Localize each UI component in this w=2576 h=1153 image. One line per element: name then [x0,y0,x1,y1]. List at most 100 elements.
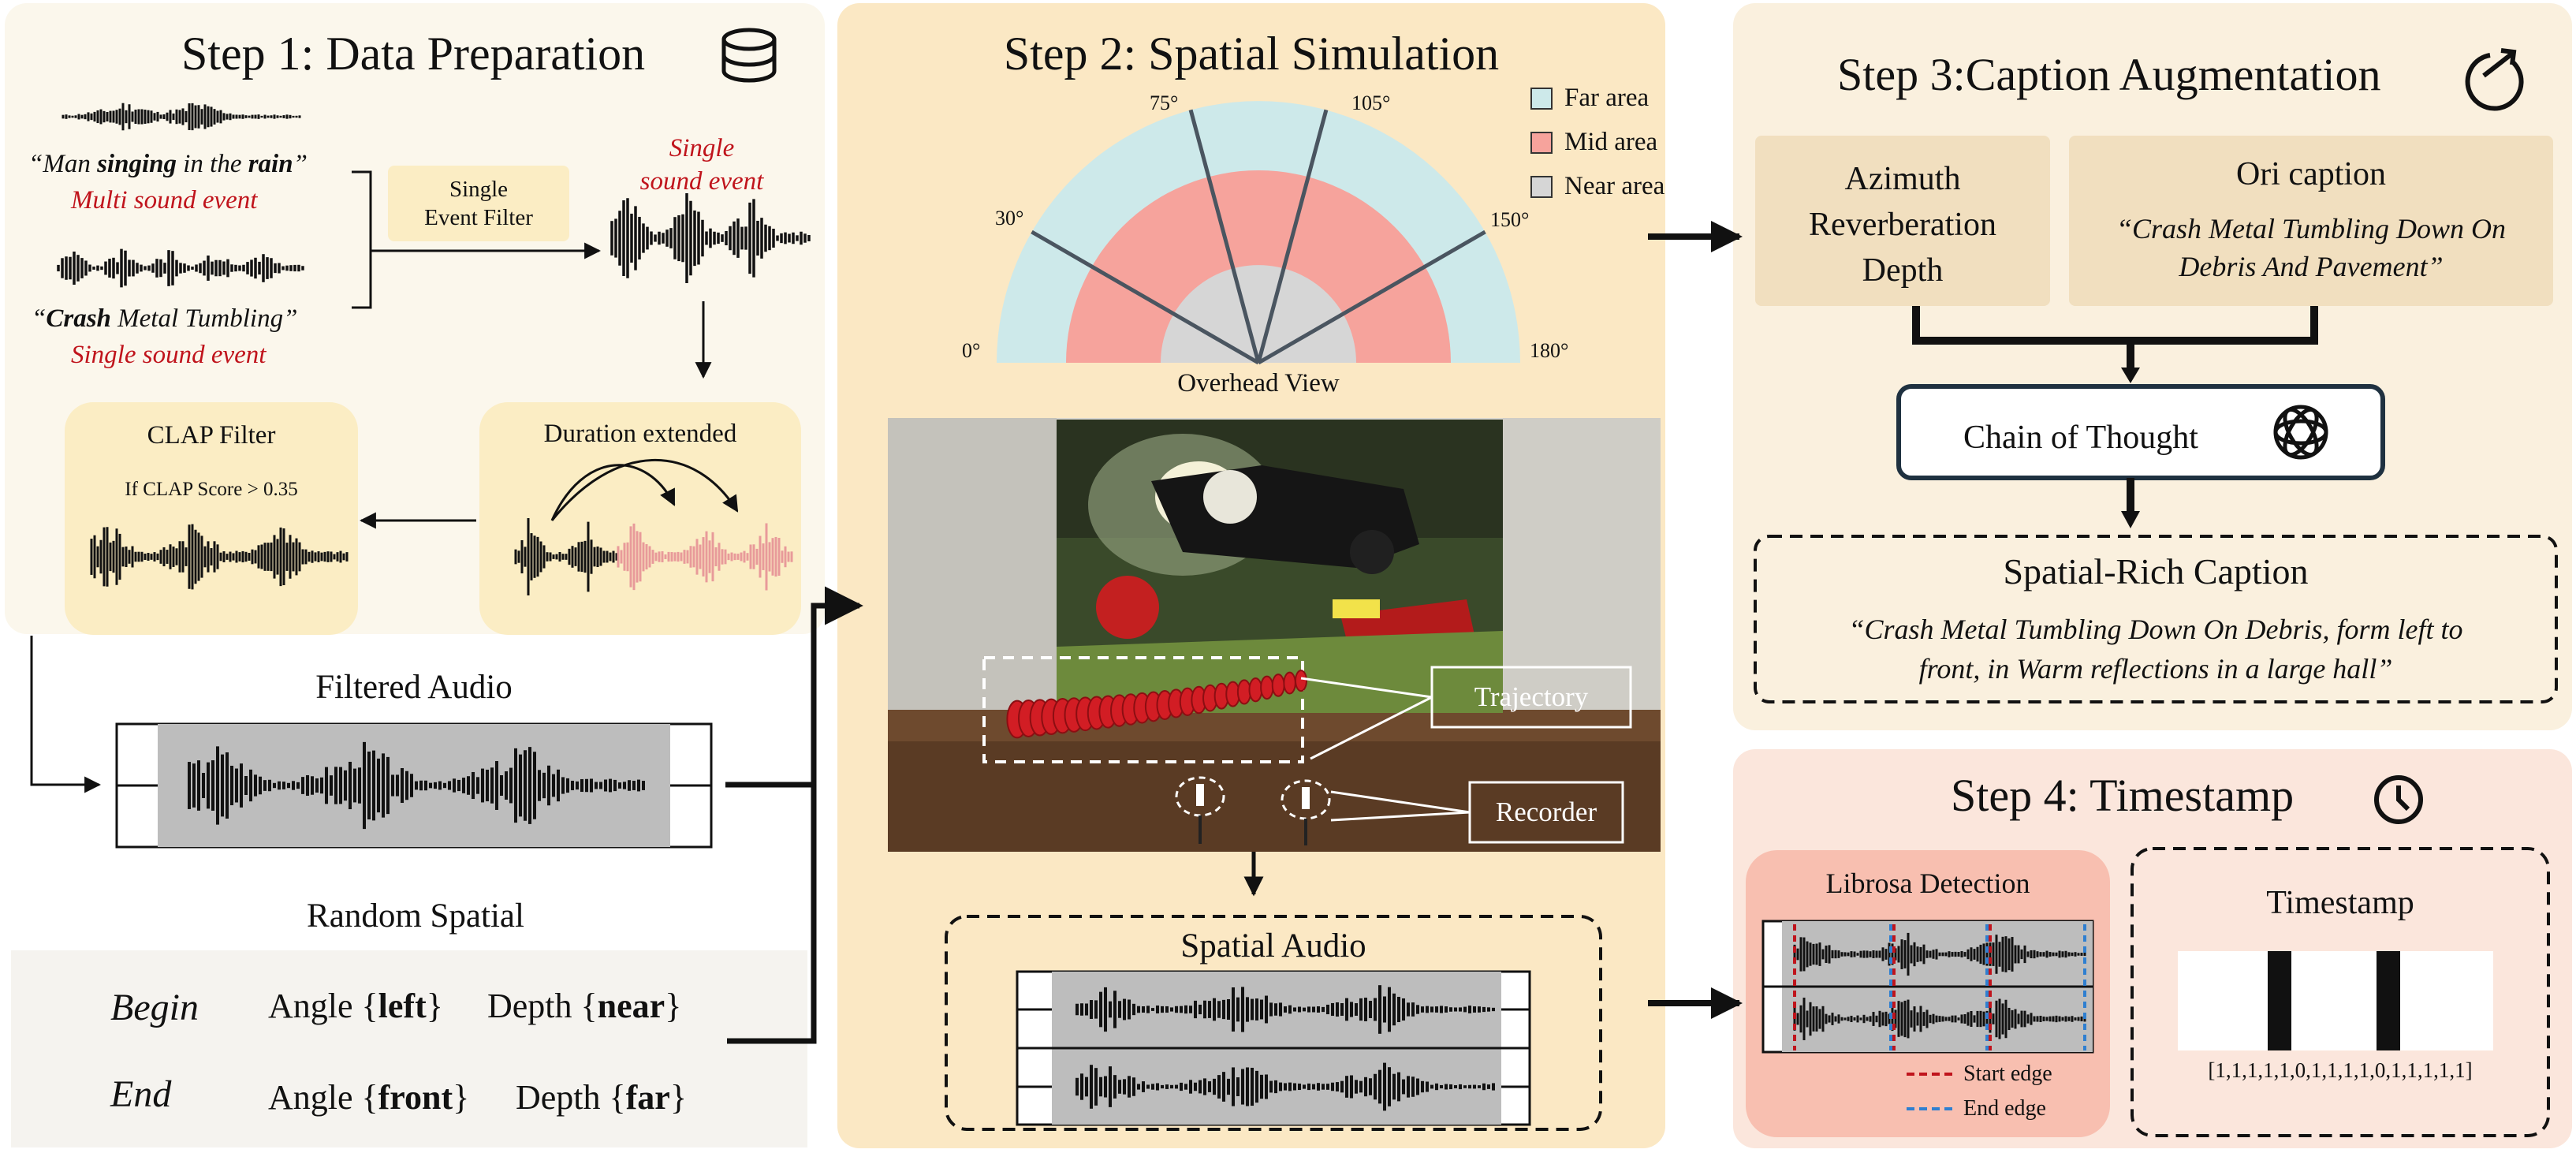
trajectory-step [1283,671,1296,695]
angle-0: 0° [962,339,981,362]
overhead-ray [1256,109,1329,364]
attr-azimuth: Azimuth [1844,161,1961,197]
ori-caption-title: Ori caption [2235,156,2387,192]
quote1-bold2: rain [248,150,293,178]
clock-icon [2374,775,2423,824]
end-angle-close: } [453,1078,470,1117]
end-edge-label: End edge [1963,1096,2046,1121]
clap-waveform [90,524,349,590]
angle-105: 105° [1351,91,1391,114]
single-out-line1: Single [669,134,735,162]
begin-angle: Angle {left} [268,989,443,1024]
clap-condition: If CLAP Score > 0.35 [125,479,298,500]
timestamp-box [2131,847,2550,1137]
trajectory-label: Trajectory [1474,681,1589,712]
crash-waveform [57,248,304,288]
begin-depth-close: } [665,987,682,1025]
begin-angle-open: { [361,987,378,1025]
end-angle-open: { [361,1078,378,1117]
chain-of-thought-box [1896,384,2385,480]
end-angle-word: Angle [268,1078,353,1117]
end-angle-value: front [378,1078,453,1117]
angle-150: 150° [1490,208,1530,231]
begin-depth-value: near [597,987,665,1025]
spatial-rich-caption-box [1754,535,2558,703]
trajectory-step [1295,670,1307,692]
librosa-label: Librosa Detection [1825,868,2030,899]
curve-arrow-1 [550,464,676,521]
overhead-ray [1257,229,1486,365]
end-depth-word: Depth [516,1078,601,1117]
timestamp-bar-1 [2268,951,2291,1050]
filtered-waveform [188,741,645,830]
openai-icon [2273,405,2328,460]
angle-75: 75° [1150,91,1179,114]
single-out-line2: sound event [639,167,764,196]
trajectory-step [1248,677,1263,703]
quote2: “Crash Metal Tumbling” [32,306,297,332]
random-spatial-label: Random Spatial [307,897,524,935]
caption-augment-icon [2465,48,2524,111]
begin-depth-word: Depth [487,987,572,1025]
end-depth-value: far [625,1078,670,1117]
begin-angle-value: left [378,987,427,1025]
filtered-audio-label: Filtered Audio [315,669,513,706]
timestamp-label: Timestamp [2266,885,2414,921]
begin-angle-close: } [426,987,443,1025]
quote1-post: ” [293,150,308,178]
end-label: End [110,1073,172,1115]
attr-depth: Depth [1862,252,1944,289]
filter-line2: Event Filter [424,205,533,230]
chain-of-thought-label: Chain of Thought [1963,420,2198,456]
trajectory-dashed-box [982,656,1304,763]
overhead-view [997,101,1520,365]
duration-label: Duration extended [543,420,737,448]
legend-far-swatch [1530,88,1553,110]
merge-lines [1912,306,2318,371]
quote1-bold1: singing [97,150,177,178]
legend-far: Far area [1564,84,1650,112]
attributes-box [1755,136,2050,306]
connector-to-scene [811,586,863,785]
overhead-label: Overhead View [1177,369,1340,397]
quote1: “Man singing in the rain” [28,151,308,177]
edge-markers [1793,924,2086,1050]
timestamp-sequence: [1,1,1,1,1,0,1,1,1,1,0,1,1,1,1,1] [2208,1058,2473,1082]
bracket [352,170,372,309]
spatial-rich-title: Spatial-Rich Caption [2003,551,2309,591]
multi-event-label: Multi sound event [71,186,258,215]
step1-title: Step 1: Data Preparation [181,28,646,80]
start-edge-label: Start edge [1963,1062,2052,1086]
trajectory-step [1260,675,1274,700]
curve-arrow-2 [550,458,739,521]
overhead-ray [1031,229,1260,365]
quote1-pre: “Man [28,150,98,178]
multi-event-waveform [62,103,301,131]
step2-title: Step 2: Spatial Simulation [1003,28,1500,80]
legend-mid: Mid area [1564,128,1658,156]
begin-angle-word: Angle [268,987,353,1025]
quote2-pre: “ [32,304,47,333]
spatial-waveform-2 [1076,1062,1495,1111]
single-event-waveform [610,192,811,284]
step4-title: Step 4: Timestamp [1951,770,2295,821]
step3-title: Step 3:Caption Augmentation [1837,49,2381,100]
timestamp-bar-2 [2377,951,2400,1050]
filter-line1: Single [449,177,509,202]
room-scene [888,418,1661,852]
spatial-audio-box [945,915,1602,1131]
duration-extended-box [479,402,801,635]
quote2-bold: Crash [46,304,111,333]
overhead-ray [1188,109,1261,364]
connector-filtered [725,782,817,1044]
end-depth-close: } [669,1078,687,1117]
ori-caption-box [2069,136,2553,306]
angle-180: 180° [1530,339,1569,362]
database-icon [721,28,777,83]
end-depth-open: { [609,1078,626,1117]
trajectory-path [1006,670,1307,739]
clap-label: CLAP Filter [147,421,276,450]
legend-near-swatch [1530,176,1553,198]
